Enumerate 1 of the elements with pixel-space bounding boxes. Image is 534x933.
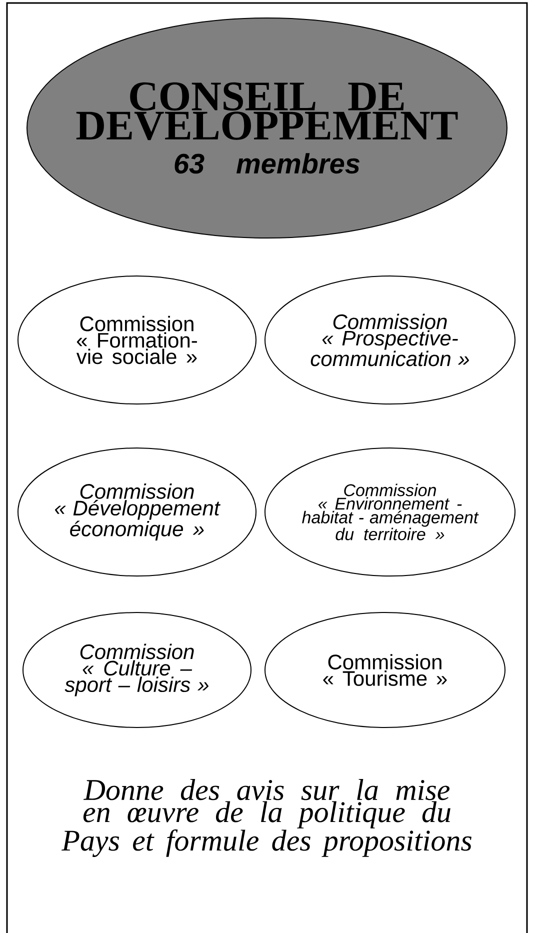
note-text: Donne des avis sur la mise en œuvre de la politique du Pays et formule des propositions	[62, 779, 472, 857]
